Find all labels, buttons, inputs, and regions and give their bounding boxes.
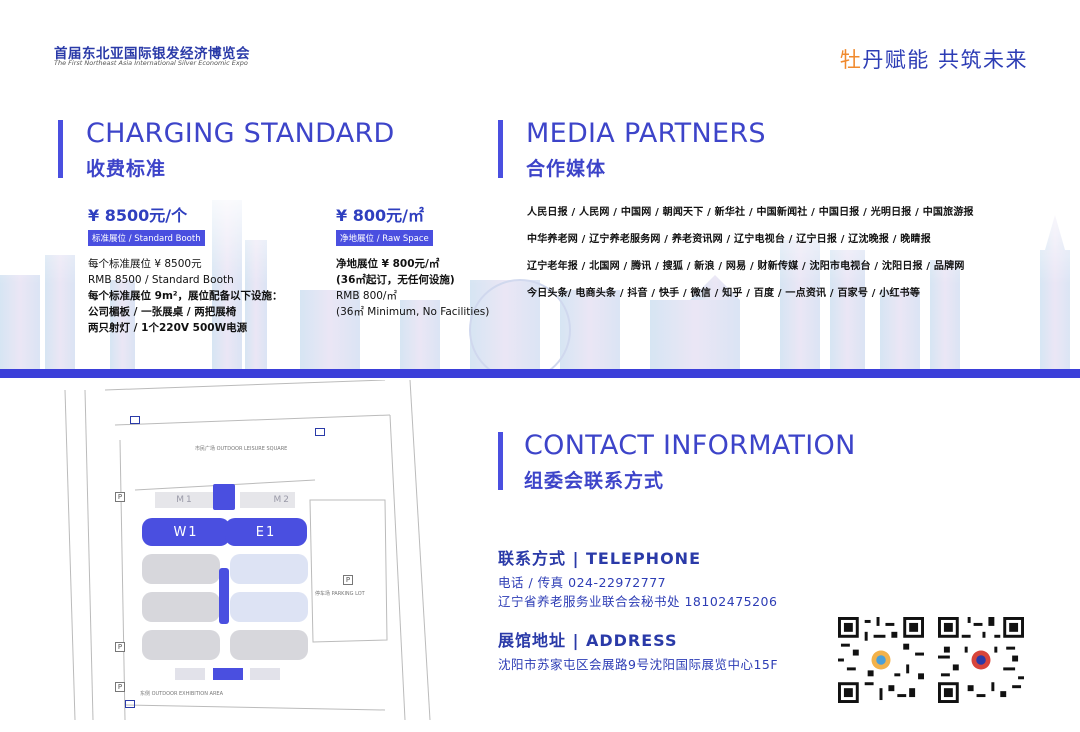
telephone-fax: 电话 / 传真 024-22972777 — [498, 575, 667, 590]
hall-m2: M2 — [240, 492, 295, 508]
parking-icon: P — [115, 682, 125, 692]
hall-west-2 — [142, 554, 220, 584]
qr-code-icon — [938, 617, 1024, 703]
entry-icon — [315, 428, 325, 436]
expo-name-cn: 首届东北亚国际银发经济博览会 — [54, 46, 250, 62]
telephone-label: 联系方式 | TELEPHONE — [498, 549, 701, 568]
raw-space-details: 净地展位 ¥ 800元/㎡ (36㎡起订，无任何设施) RMB 800/㎡ (3… — [336, 256, 489, 320]
venue-address: 沈阳市苏家屯区会展路9号沈阳国际展览中心15F — [498, 657, 779, 672]
standard-line: 公司楣板 / 一张展桌 / 两把展椅 — [88, 306, 237, 318]
hall-west-3 — [142, 592, 220, 622]
venue-map: 市民广场 OUTDOOR LEISURE SQUARE 东侧 OUTDOOR E… — [45, 380, 445, 732]
gate-marker — [250, 668, 280, 680]
entry-icon — [125, 700, 135, 708]
address-label: 展馆地址 | ADDRESS — [498, 631, 678, 650]
media-row: 辽宁老年报 / 北国网 / 腾讯 / 搜狐 / 新浪 / 网易 / 财新传媒 /… — [527, 261, 965, 272]
parking-icon: P — [115, 642, 125, 652]
raw-space-price: ¥ 800元/㎡ — [336, 206, 424, 225]
section-divider-band — [0, 369, 1080, 378]
section-accent-bar — [498, 120, 503, 178]
hall-w1: W1 — [142, 518, 230, 546]
gate-marker-main — [213, 668, 243, 680]
square-label: 市民广场 OUTDOOR LEISURE SQUARE — [195, 446, 288, 452]
raw-line: (36㎡ Minimum, No Facilities) — [336, 306, 490, 318]
entry-icon — [130, 416, 140, 424]
standard-line: 两只射灯 / 1个220V 500W电源 — [88, 322, 248, 334]
slogan-highlight: 牡 — [839, 48, 863, 72]
contact-title-en: CONTACT INFORMATION — [524, 430, 856, 461]
raw-space-tag: 净地展位 / Raw Space — [336, 230, 433, 246]
qr-code-icon — [838, 617, 924, 703]
raw-line: (36㎡起订，无任何设施) — [336, 274, 455, 286]
map-roads — [64, 380, 431, 721]
slogan: 牡丹赋能 共筑未来 — [840, 44, 1028, 74]
gate-marker — [175, 668, 205, 680]
hall-east-3 — [230, 592, 308, 622]
media-title-cn: 合作媒体 — [526, 158, 607, 180]
media-title-en: MEDIA PARTNERS — [526, 118, 766, 149]
hall-e1: E1 — [225, 518, 307, 546]
hall-east-2 — [230, 554, 308, 584]
hall-east-4 — [230, 630, 308, 660]
hall-west-4 — [142, 630, 220, 660]
city-skyline-illustration — [0, 180, 1080, 370]
standard-booth-price: ¥ 8500元/个 — [88, 206, 188, 225]
standard-line: 每个标准展位 9m²，展位配备以下设施： — [88, 290, 283, 302]
section-accent-bar — [498, 432, 503, 490]
media-row: 人民日报 / 人民网 / 中国网 / 朝闻天下 / 新华社 / 中国新闻社 / … — [527, 207, 974, 218]
secretariat-phone: 辽宁省养老服务业联合会秘书处 18102475206 — [498, 594, 778, 609]
entrance-marker — [213, 484, 235, 510]
parking-lot-label: 停车场 PARKING LOT — [315, 591, 365, 597]
section-accent-bar — [58, 120, 63, 178]
parking-icon: P — [343, 575, 353, 585]
standard-booth-details: 每个标准展位 ¥ 8500元 RMB 8500 / Standard Booth… — [88, 256, 283, 336]
central-corridor — [219, 568, 229, 624]
raw-line: 净地展位 ¥ 800元/㎡ — [336, 258, 440, 270]
raw-line: RMB 800/㎡ — [336, 290, 397, 302]
standard-line: RMB 8500 / Standard Booth — [88, 274, 234, 286]
parking-icon: P — [115, 492, 125, 502]
hall-m1: M1 — [155, 492, 215, 508]
east-area-label: 东侧 OUTDOOR EXHIBITION AREA — [140, 691, 224, 697]
charging-title-en: CHARGING STANDARD — [86, 118, 395, 149]
standard-line: 每个标准展位 ¥ 8500元 — [88, 258, 202, 270]
media-row: 今日头条/ 电商头条 / 抖音 / 快手 / 微信 / 知乎 / 百度 / 一点… — [527, 288, 921, 299]
contact-title-cn: 组委会联系方式 — [524, 470, 665, 492]
expo-name-en: The First Northeast Asia International S… — [54, 59, 248, 67]
charging-title-cn: 收费标准 — [86, 158, 167, 180]
media-row: 中华养老网 / 辽宁养老服务网 / 养老资讯网 / 辽宁电视台 / 辽宁日报 /… — [527, 234, 931, 245]
slogan-rest: 丹赋能 共筑未来 — [862, 48, 1028, 72]
standard-booth-tag: 标准展位 / Standard Booth — [88, 230, 205, 246]
